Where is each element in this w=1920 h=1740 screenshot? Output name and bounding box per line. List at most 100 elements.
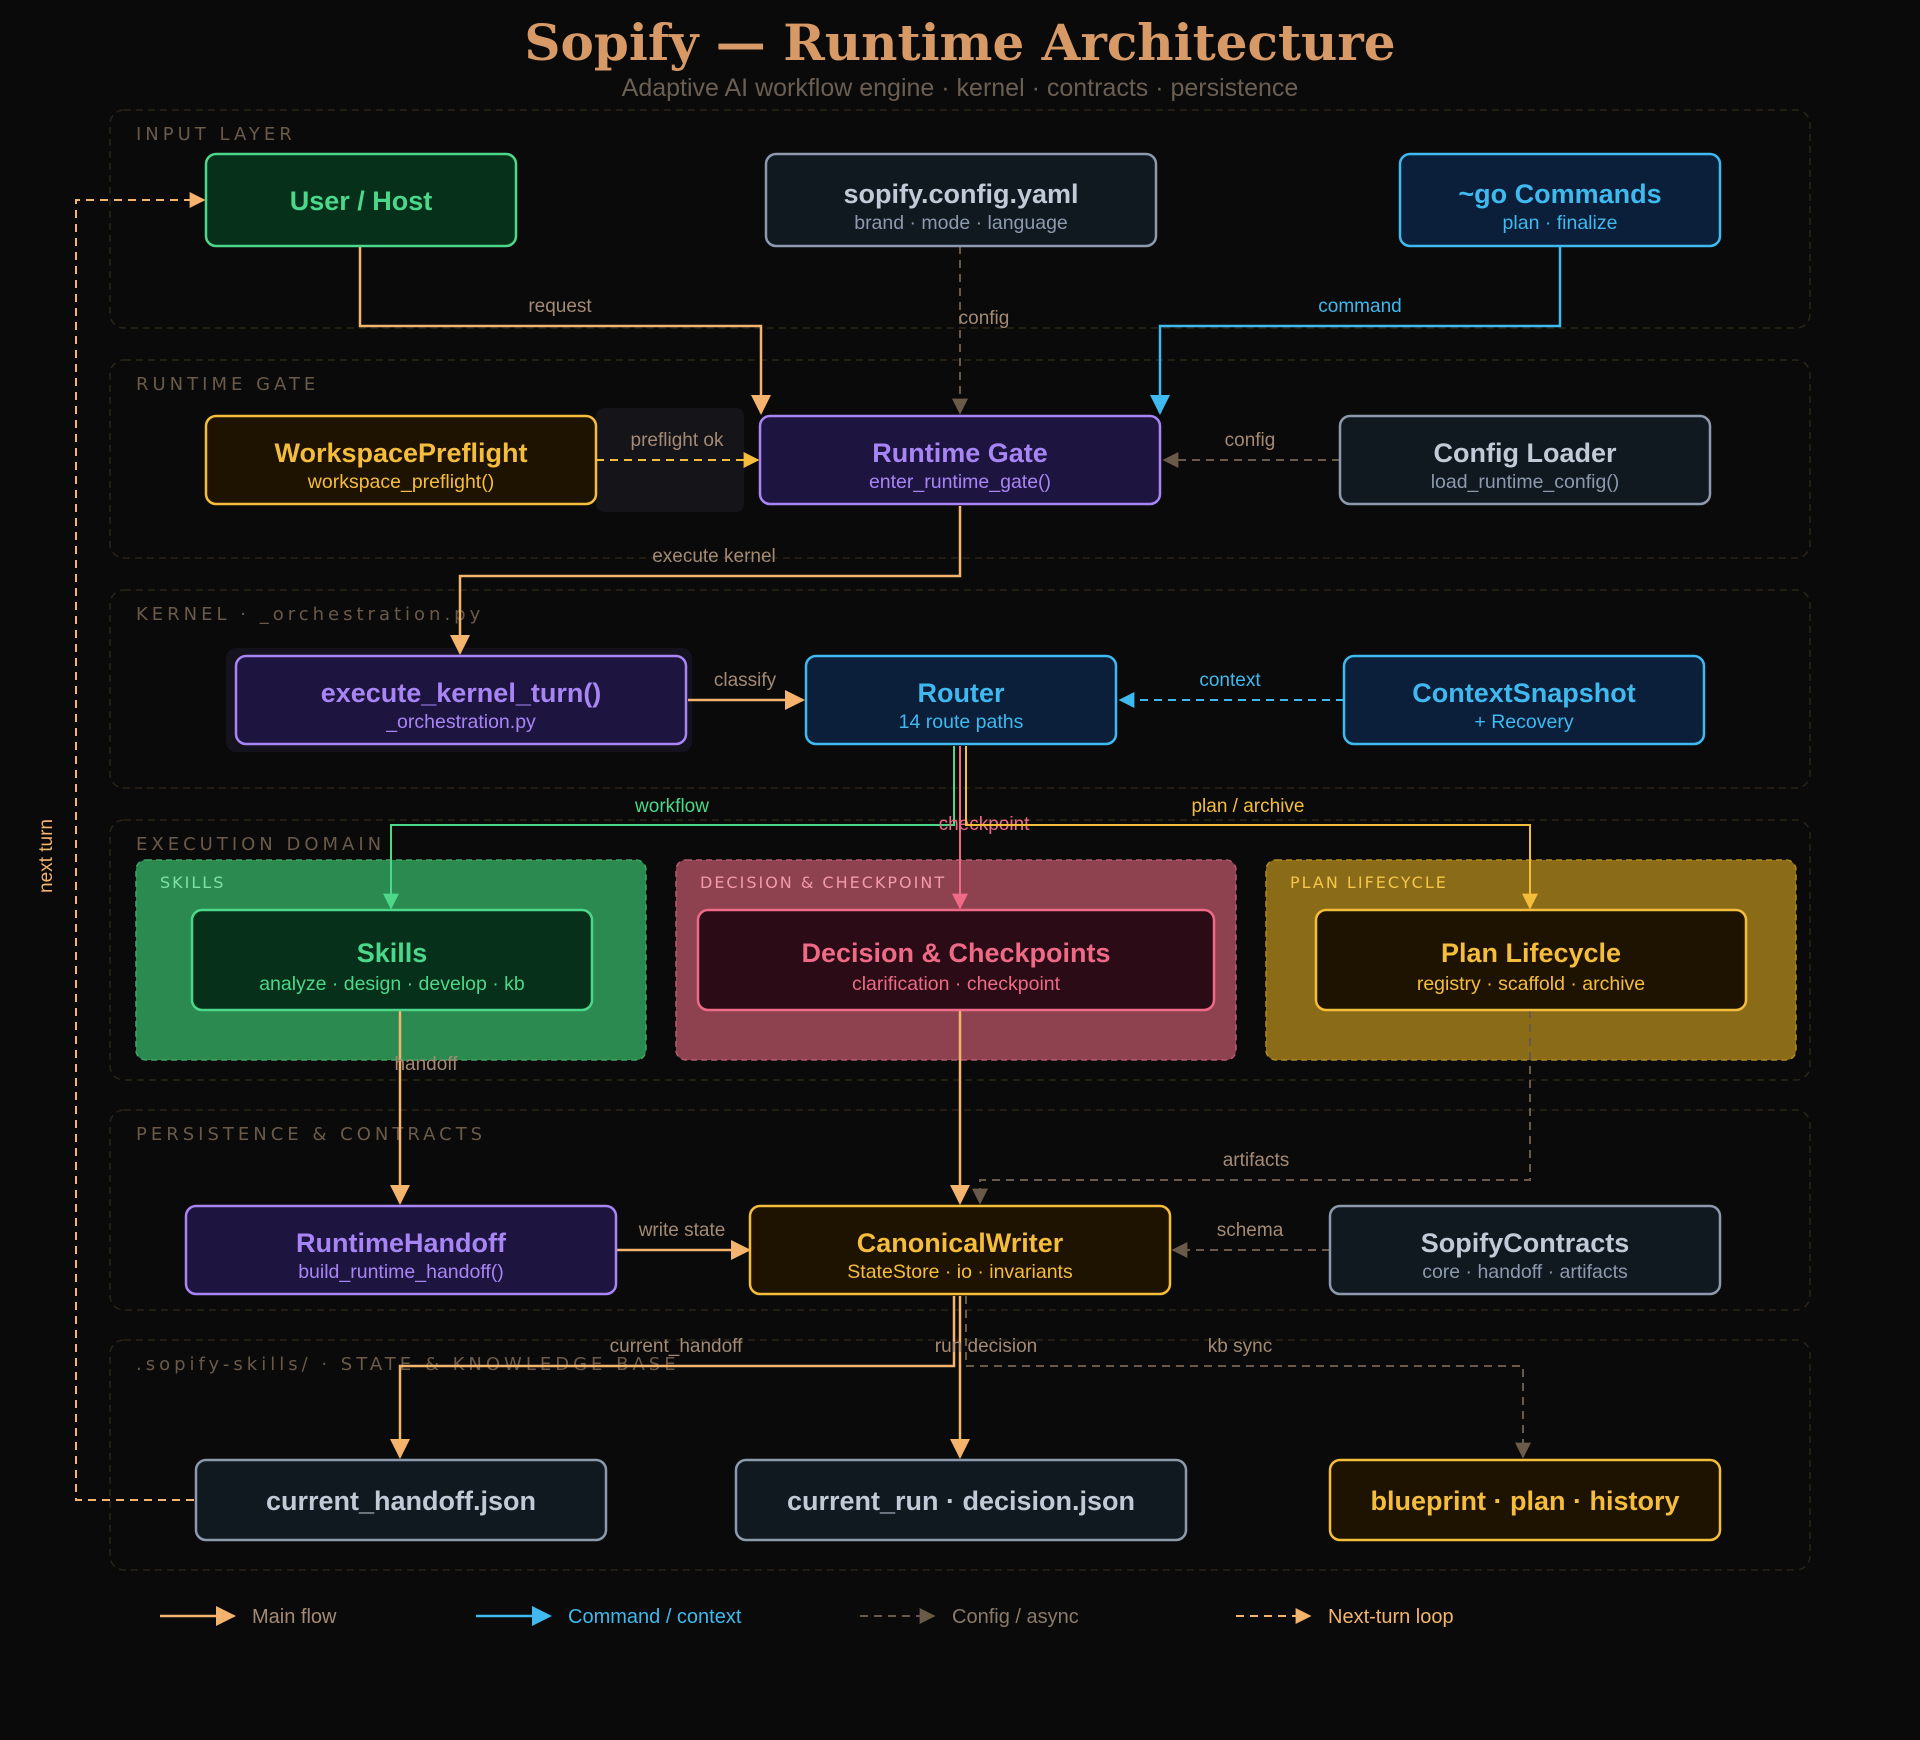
edge-execute-kernel: execute kernel — [450, 506, 962, 655]
edge-request: request — [358, 246, 771, 415]
node-user-host[interactable]: User / Host — [204, 152, 518, 248]
node-runtime-handoff[interactable]: RuntimeHandoff build_runtime_handoff() — [184, 1204, 618, 1296]
node-sub-runtime-gate: enter_runtime_gate() — [869, 471, 1051, 493]
node-title-skills: Skills — [357, 938, 428, 968]
node-title-workspace-preflight: WorkspacePreflight — [274, 438, 527, 468]
node-canonical-writer[interactable]: CanonicalWriter StateStore · io · invari… — [748, 1204, 1172, 1296]
node-sub-config-yaml: brand · mode · language — [854, 212, 1068, 234]
edge-label-command: command — [1318, 296, 1401, 317]
node-title-plan-lifecycle: Plan Lifecycle — [1441, 938, 1621, 968]
edge-handoff: handoff — [390, 1010, 458, 1205]
edge-label-config-loader: config — [1225, 430, 1276, 451]
legend: Main flow Command / context Config / asy… — [160, 1606, 1454, 1628]
legend-next-turn-loop: Next-turn loop — [1236, 1606, 1454, 1628]
node-title-canonical-writer: CanonicalWriter — [857, 1228, 1064, 1258]
node-router[interactable]: Router 14 route paths — [804, 654, 1118, 746]
node-sopify-contracts[interactable]: SopifyContracts core · handoff · artifac… — [1328, 1204, 1722, 1296]
node-title-current-run-json: current_run · decision.json — [787, 1486, 1135, 1516]
edge-label-write-state: write state — [638, 1220, 726, 1241]
node-sub-go-commands: plan · finalize — [1503, 212, 1618, 234]
node-config-yaml[interactable]: sopify.config.yaml brand · mode · langua… — [764, 152, 1158, 248]
edge-schema: schema — [1171, 1220, 1330, 1258]
diagram-title: Sopify — Runtime Architecture — [524, 13, 1395, 72]
node-context-snapshot[interactable]: ContextSnapshot + Recovery — [1342, 654, 1706, 746]
node-skills[interactable]: Skills analyze · design · develop · kb — [190, 908, 594, 1012]
node-title-sopify-contracts: SopifyContracts — [1421, 1228, 1630, 1258]
legend-config-async: Config / async — [860, 1606, 1079, 1628]
edge-next-turn: next turn — [36, 192, 206, 1501]
edge-context: context — [1118, 670, 1344, 708]
layer-gate: RUNTIME GATE — [109, 359, 1811, 559]
edge-label-kb-sync: kb sync — [1208, 1336, 1272, 1357]
node-runtime-gate[interactable]: Runtime Gate enter_runtime_gate() — [758, 414, 1162, 506]
node-title-config-yaml: sopify.config.yaml — [843, 179, 1078, 209]
node-sub-canonical-writer: StateStore · io · invariants — [847, 1261, 1073, 1283]
edge-preflight-ok: preflight ok — [596, 430, 760, 468]
node-sub-config-loader: load_runtime_config() — [1431, 471, 1620, 493]
edge-workflow: workflow — [383, 746, 955, 910]
node-title-router: Router — [918, 678, 1005, 708]
edge-label-preflight-ok: preflight ok — [631, 430, 724, 451]
node-blueprint[interactable]: blueprint · plan · history — [1328, 1458, 1722, 1542]
node-decisions[interactable]: Decision & Checkpoints clarification · c… — [696, 908, 1216, 1012]
edge-classify: classify — [688, 670, 805, 710]
node-title-runtime-gate: Runtime Gate — [872, 438, 1048, 468]
legend-label-command-context: Command / context — [568, 1606, 742, 1628]
node-title-user-host: User / Host — [290, 186, 433, 216]
layer-label-gate: RUNTIME GATE — [136, 374, 319, 395]
edge-plan-archive: plan / archive — [965, 746, 1538, 910]
node-config-loader[interactable]: Config Loader load_runtime_config() — [1338, 414, 1712, 506]
group-label-skills: SKILLS — [160, 873, 225, 892]
node-sub-sopify-contracts: core · handoff · artifacts — [1422, 1261, 1628, 1283]
node-sub-context-snapshot: + Recovery — [1474, 711, 1573, 733]
node-title-go-commands: ~go Commands — [1458, 179, 1661, 209]
edge-artifacts: artifacts — [972, 1010, 1531, 1205]
node-title-blueprint: blueprint · plan · history — [1371, 1486, 1680, 1516]
edge-label-artifacts: artifacts — [1223, 1150, 1290, 1171]
group-label-plan: PLAN LIFECYCLE — [1290, 873, 1448, 892]
layer-label-execution: EXECUTION DOMAIN — [136, 834, 385, 855]
legend-label-main-flow: Main flow — [252, 1606, 337, 1628]
edge-config: config — [952, 246, 1009, 415]
edge-command: command — [1150, 246, 1562, 415]
edge-write-state: write state — [616, 1220, 751, 1260]
node-sub-plan-lifecycle: registry · scaffold · archive — [1417, 973, 1645, 995]
node-go-commands[interactable]: ~go Commands plan · finalize — [1398, 152, 1722, 248]
node-sub-decisions: clarification · checkpoint — [852, 973, 1061, 995]
layer-input: INPUT LAYER — [109, 109, 1811, 329]
node-sub-kernel-turn: _orchestration.py — [385, 711, 536, 733]
node-workspace-preflight[interactable]: WorkspacePreflight workspace_preflight() — [204, 414, 598, 506]
edge-current-handoff: current_handoff — [390, 1296, 956, 1459]
legend-label-next-turn-loop: Next-turn loop — [1328, 1606, 1454, 1628]
node-plan-lifecycle[interactable]: Plan Lifecycle registry · scaffold · arc… — [1314, 908, 1748, 1012]
edge-label-workflow: workflow — [634, 796, 709, 817]
legend-label-config-async: Config / async — [952, 1606, 1079, 1628]
edge-label-context: context — [1199, 670, 1261, 691]
edge-kb-sync: kb sync — [965, 1296, 1531, 1459]
edge-label-run-decision: run decision — [935, 1336, 1037, 1357]
layer-label-kernel: KERNEL · _orchestration.py — [136, 604, 484, 625]
edge-run-decision: run decision — [935, 1296, 1037, 1459]
diagram-subtitle: Adaptive AI workflow engine · kernel · c… — [622, 74, 1299, 102]
edge-label-execute-kernel: execute kernel — [652, 546, 776, 567]
node-kernel-turn[interactable]: execute_kernel_turn() _orchestration.py — [234, 654, 688, 746]
node-current-run-json[interactable]: current_run · decision.json — [734, 1458, 1188, 1542]
node-title-kernel-turn: execute_kernel_turn() — [321, 678, 602, 708]
layer-label-input: INPUT LAYER — [136, 124, 296, 145]
node-title-runtime-handoff: RuntimeHandoff — [296, 1228, 507, 1258]
node-title-context-snapshot: ContextSnapshot — [1412, 678, 1636, 708]
edge-label-classify: classify — [714, 670, 777, 691]
layer-label-persistence: PERSISTENCE & CONTRACTS — [136, 1124, 486, 1145]
layer-execution: EXECUTION DOMAIN — [109, 819, 1811, 1081]
edge-label-next-turn: next turn — [36, 819, 57, 893]
edge-config-loader: config — [1162, 430, 1340, 468]
node-current-handoff-json[interactable]: current_handoff.json — [194, 1458, 608, 1542]
group-label-decision: DECISION & CHECKPOINT — [700, 873, 946, 892]
layer-state: .sopify-skills/ · STATE & KNOWLEDGE BASE — [109, 1339, 1811, 1571]
edge-label-schema: schema — [1217, 1220, 1284, 1241]
node-sub-workspace-preflight: workspace_preflight() — [307, 471, 494, 493]
edge-label-current-handoff: current_handoff — [610, 1336, 743, 1357]
layer-persistence: PERSISTENCE & CONTRACTS — [109, 1109, 1811, 1311]
node-title-decisions: Decision & Checkpoints — [801, 938, 1110, 968]
